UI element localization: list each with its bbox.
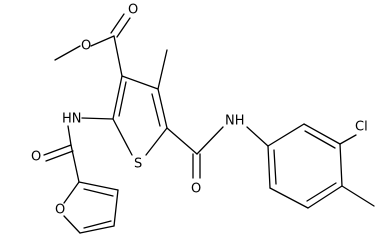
- bond-benzene-C4-C5-b: [306, 182, 337, 202]
- bond-ester-O-carbonyl-C: [90, 35, 115, 47]
- bond-ring-C5-S: [145, 127, 168, 156]
- bond-benzene-C5-C6: [269, 187, 309, 209]
- bond-furan-C3-C2-a: [78, 181, 119, 191]
- bond-benzene-C3-C4: [339, 143, 343, 187]
- bond-ester-C-ring-C3: [113, 35, 123, 77]
- bond-NH-aryl-C1: [246, 126, 269, 147]
- amide-nh-left-label: HN: [62, 112, 82, 127]
- bond-amide-C-NH: [196, 126, 224, 155]
- bond-ring-S-C2: [112, 118, 133, 156]
- bond-furoyl-C-O-double-b: [45, 150, 74, 162]
- bond-furoyl-C-furan-C2: [70, 144, 80, 183]
- bond-benzene-C6-C1-b: [273, 149, 277, 185]
- bond-benzene-C2-C3-a: [303, 123, 341, 145]
- bond-ring-C2-NH: [81, 117, 114, 120]
- bond-ring-C4-methyl: [157, 49, 168, 90]
- amide-nh-right-label: NH: [225, 114, 245, 129]
- bond-ester-C-O-double-b: [116, 17, 131, 38]
- bond-benzene-C4-methyl: [341, 185, 375, 207]
- bond-furan-O-C5: [63, 215, 81, 234]
- bond-furan-C4-C3: [113, 189, 119, 227]
- bond-benzene-C3-Cl: [339, 134, 357, 145]
- bond-furan-C5-C4-a: [79, 225, 115, 234]
- amide-carbonyl-oxygen-label: O: [191, 182, 201, 197]
- bond-ring-C3-C4: [121, 75, 159, 90]
- bond-ring-C4-C5-b: [151, 93, 161, 127]
- bond-ring-C4-C5-a: [157, 88, 168, 129]
- bond-NH-furoyl-C: [67, 125, 72, 146]
- atom-labels: O O S HN O O NH O Cl: [31, 3, 368, 218]
- furan-oxygen-label: O: [55, 203, 65, 218]
- ring-sulfur-label: S: [134, 157, 142, 172]
- ester-carbonyl-oxygen-label: O: [128, 3, 138, 18]
- bond-ester-C-O-double-a: [110, 13, 125, 34]
- bond-furan-C2-O: [63, 181, 80, 204]
- bond-benzene-C1-C2: [267, 123, 305, 147]
- bonds: [43, 13, 375, 234]
- bond-furoyl-C-O-double-a: [43, 144, 72, 156]
- ester-ether-oxygen-label: O: [81, 39, 91, 54]
- bond-ring-C2-C3-b: [118, 81, 127, 117]
- bond-benzene-C6-C1-a: [267, 145, 271, 189]
- bond-benzene-C4-C5-a: [307, 185, 343, 209]
- bond-benzene-C2-C3-b: [304, 130, 336, 149]
- bond-ring-C5-amide-C: [166, 127, 198, 155]
- chlorine-label: Cl: [355, 120, 368, 135]
- bond-methyl-ester-O: [54, 45, 81, 61]
- bond-ring-C2-C3-a: [112, 75, 123, 120]
- furoyl-carbonyl-oxygen-label: O: [31, 150, 41, 165]
- bond-furan-C5-C4-b: [83, 220, 112, 229]
- bond-furan-C3-C2-b: [83, 188, 114, 197]
